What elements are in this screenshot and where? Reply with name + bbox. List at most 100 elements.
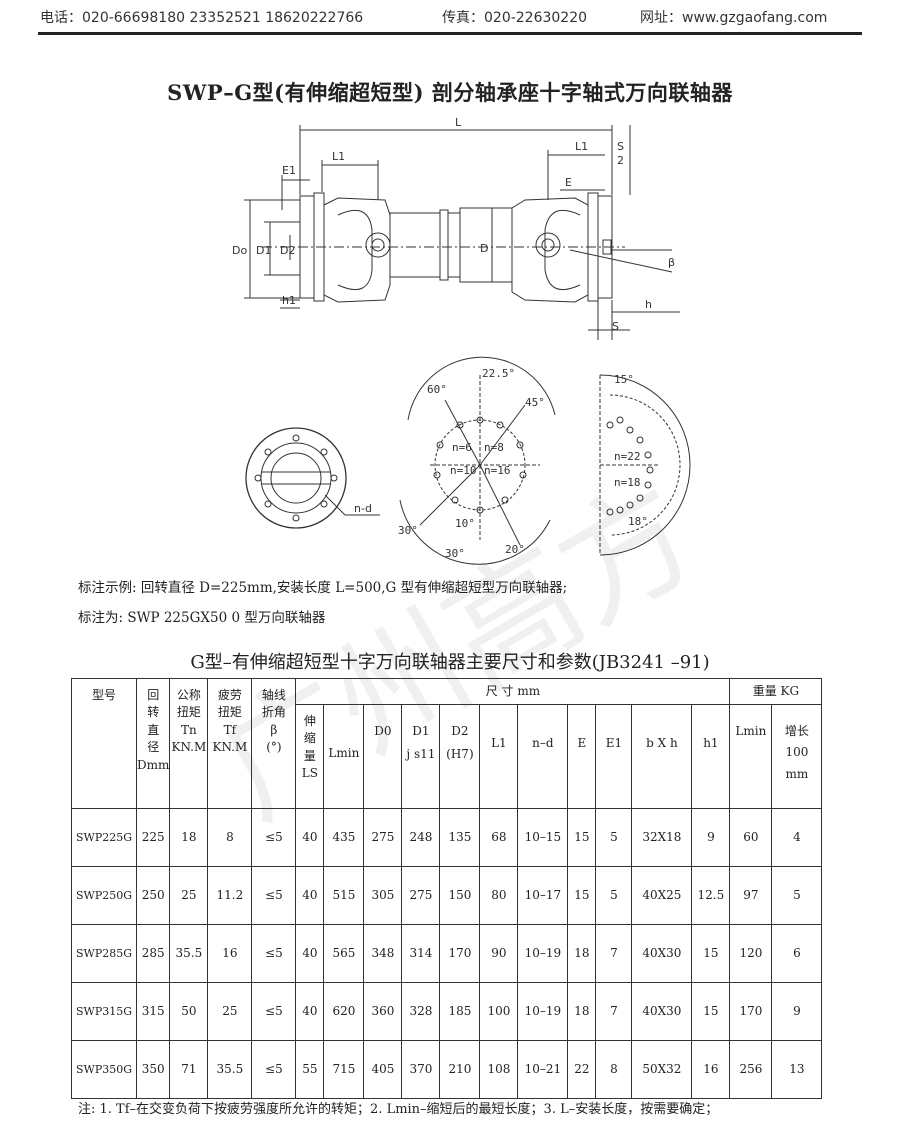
bolt-pattern-labels: 22.5° 60° 45° n=6 n=8 n=10 n=16 30° 10° …: [398, 367, 545, 560]
th-h1: h1: [691, 704, 731, 809]
svg-text:Do: Do: [232, 244, 247, 257]
value-cell: 565: [323, 924, 365, 983]
value-cell: 12.5: [691, 866, 731, 925]
value-cell: 10–21: [517, 1040, 569, 1099]
svg-text:n=22: n=22: [614, 450, 641, 463]
value-cell: 275: [363, 808, 403, 867]
model-cell: SWP225G: [71, 808, 137, 867]
svg-text:L: L: [455, 116, 462, 129]
value-cell: 108: [479, 1040, 519, 1099]
svg-text:D2: D2: [280, 244, 295, 257]
flange-front-view: [245, 427, 380, 529]
value-cell: 185: [439, 982, 481, 1041]
th-weight: 重量 KG: [729, 678, 823, 705]
value-cell: 97: [729, 866, 773, 925]
svg-text:L1: L1: [575, 140, 588, 153]
fax-text: 传真：020-22630220: [442, 10, 588, 26]
value-cell: 305: [363, 866, 403, 925]
value-cell: ≤5: [251, 924, 297, 983]
bolt-pattern-diagram: [399, 356, 556, 565]
value-cell: 16: [691, 1040, 731, 1099]
svg-text:D1: D1: [256, 244, 271, 257]
value-cell: 35.5: [169, 924, 209, 983]
svg-text:22.5°: 22.5°: [482, 367, 515, 380]
model-cell: SWP250G: [71, 866, 137, 925]
value-cell: 5: [771, 866, 823, 925]
value-cell: ≤5: [251, 1040, 297, 1099]
value-cell: ≤5: [251, 808, 297, 867]
value-cell: 350: [135, 1040, 171, 1099]
value-cell: 10–19: [517, 924, 569, 983]
annotation-marked: 标注为: SWP 225GX50 0 型万向联轴器: [78, 610, 326, 626]
th-d0: D0: [363, 704, 403, 809]
model-cell: SWP285G: [71, 924, 137, 983]
website-link[interactable]: 网址：www.gzgaofang.com: [640, 10, 828, 26]
drawing-labels: L L1 L1 S 2 E1 E Do D1 D2 D β h1 h S: [232, 116, 675, 333]
value-cell: 100: [479, 982, 519, 1041]
value-cell: 25: [169, 866, 209, 925]
value-cell: 275: [401, 866, 441, 925]
svg-text:n=8: n=8: [484, 441, 504, 454]
value-cell: 5: [595, 866, 633, 925]
value-cell: 715: [323, 1040, 365, 1099]
value-cell: 5: [595, 808, 633, 867]
value-cell: 120: [729, 924, 773, 983]
value-cell: 315: [135, 982, 171, 1041]
value-cell: 15: [691, 924, 731, 983]
value-cell: 25: [207, 982, 253, 1041]
svg-text:10°: 10°: [455, 517, 475, 530]
value-cell: 10–19: [517, 982, 569, 1041]
th-lmin: Lmin: [323, 704, 365, 809]
value-cell: 210: [439, 1040, 481, 1099]
value-cell: 22: [567, 1040, 597, 1099]
th-model: 型号: [71, 678, 137, 809]
svg-text:2: 2: [617, 154, 624, 167]
value-cell: 40: [295, 924, 325, 983]
value-cell: 40: [295, 866, 325, 925]
value-cell: 360: [363, 982, 403, 1041]
contact-bar: 电话：020-66698180 23352521 18620222766 传真：…: [0, 0, 900, 32]
phone-text: 电话：020-66698180 23352521 18620222766: [40, 10, 364, 26]
th-nd: n–d: [517, 704, 569, 809]
value-cell: 256: [729, 1040, 773, 1099]
table-title: G型–有伸缩超短型十字万向联轴器主要尺寸和参数(JB3241 –91): [190, 652, 710, 673]
value-cell: 435: [323, 808, 365, 867]
value-cell: 18: [169, 808, 209, 867]
model-cell: SWP315G: [71, 982, 137, 1041]
value-cell: 50X32: [631, 1040, 693, 1099]
value-cell: 13: [771, 1040, 823, 1099]
model-cell: SWP350G: [71, 1040, 137, 1099]
value-cell: 10–17: [517, 866, 569, 925]
value-cell: 314: [401, 924, 441, 983]
value-cell: 32X18: [631, 808, 693, 867]
value-cell: 370: [401, 1040, 441, 1099]
value-cell: 18: [567, 982, 597, 1041]
th-e: E: [567, 704, 597, 809]
page-title: SWP–G型(有伸缩超短型) 剖分轴承座十字轴式万向联轴器: [167, 80, 733, 105]
annotation-example: 标注示例: 回转直径 D=225mm,安装长度 L=500,G 型有伸缩超短型万…: [78, 580, 568, 596]
svg-text:E: E: [565, 176, 572, 189]
value-cell: 18: [567, 924, 597, 983]
value-cell: 7: [595, 982, 633, 1041]
technical-drawing: L L1 L1 S 2 E1 E Do D1 D2 D β h1 h S n-d: [232, 116, 691, 565]
value-cell: 135: [439, 808, 481, 867]
value-cell: 7: [595, 924, 633, 983]
header-divider: [38, 32, 862, 35]
value-cell: 250: [135, 866, 171, 925]
svg-text:n=16: n=16: [484, 464, 511, 477]
coupling-side-view: [244, 125, 680, 340]
value-cell: 11.2: [207, 866, 253, 925]
value-cell: 15: [567, 866, 597, 925]
value-cell: 170: [729, 982, 773, 1041]
th-dimensions: 尺 寸 mm: [295, 678, 731, 705]
